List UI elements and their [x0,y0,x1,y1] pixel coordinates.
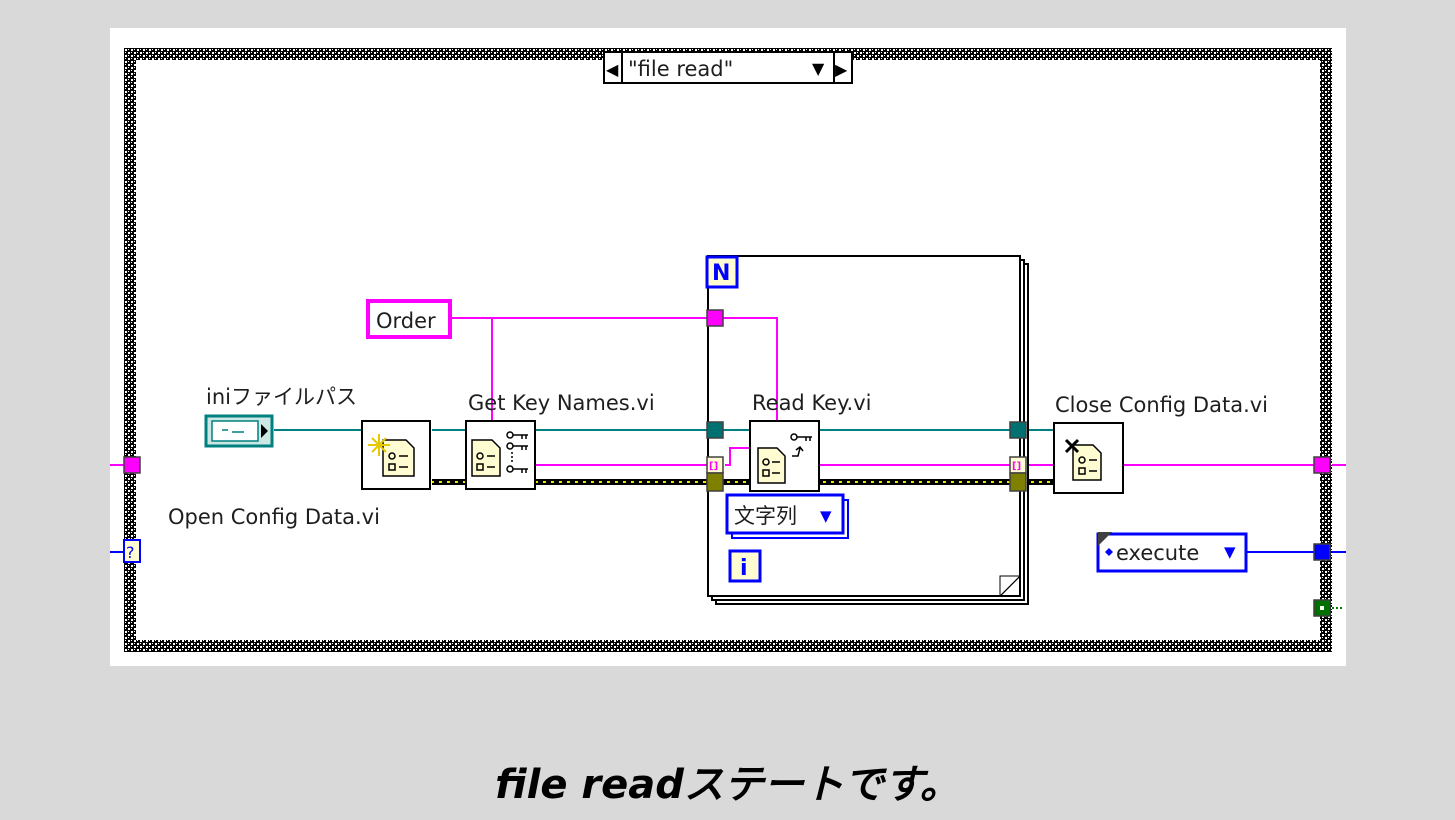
read-key-label: Read Key.vi [752,391,871,415]
case-tunnel-string-out[interactable] [1313,456,1331,474]
case-increment-button[interactable]: ▶ [835,60,848,79]
svg-text:execute: execute [1116,541,1199,565]
svg-text:?: ? [126,543,135,562]
case-tunnel-string-in[interactable] [123,456,141,474]
tunnel-error-out[interactable] [1009,472,1027,492]
ini-path-label: iniファイルパス [206,385,357,409]
case-selector[interactable]: ◀ "file read" ▼ ▶ [603,51,853,84]
case-tunnel-enum-out[interactable] [1313,543,1331,561]
svg-text:▼: ▼ [1224,543,1236,561]
read-key-vi[interactable] [749,420,820,492]
tunnel-error-in[interactable] [706,472,724,492]
tunnel-order[interactable] [706,309,724,327]
svg-text:Order: Order [376,309,436,333]
block-diagram: ◀ "file read" ▼ ▶ [110,28,1346,666]
ini-path-control[interactable] [204,414,274,448]
case-selector-terminal[interactable]: ? [123,539,141,563]
case-decrement-button[interactable]: ◀ [606,60,619,79]
for-loop[interactable] [707,255,1029,605]
case-dropdown-arrow[interactable]: ▼ [812,59,825,78]
case-structure-frame[interactable] [124,48,1332,652]
case-selector-value[interactable]: "file read" [628,57,733,81]
open-config-data-label: Open Config Data.vi [168,505,380,529]
svg-text:N: N [712,261,730,286]
case-tunnel-boolean-out[interactable] [1313,599,1331,617]
tunnel-refnum-in[interactable] [706,421,724,439]
svg-text:[]: [] [709,461,718,472]
svg-text:文字列: 文字列 [734,504,797,528]
close-config-data-vi[interactable] [1053,422,1124,494]
execute-enum-constant[interactable]: execute ▼ [1096,532,1248,573]
get-key-names-label: Get Key Names.vi [468,391,655,415]
slide-caption: file readステートです。 [495,762,960,808]
tunnel-refnum-out[interactable] [1009,421,1027,439]
get-key-names-vi[interactable] [465,420,536,490]
type-selector-constant[interactable]: 文字列 ▼ [725,493,849,539]
tunnel-index-in[interactable]: [] [706,456,724,474]
order-string-constant[interactable]: Order [366,299,452,339]
open-config-data-vi[interactable] [361,420,431,490]
svg-text:▼: ▼ [820,507,832,525]
close-config-data-label: Close Config Data.vi [1055,393,1268,417]
svg-text:i: i [740,556,748,581]
loop-count-terminal[interactable]: N [705,255,739,289]
loop-iteration-terminal: i [728,549,762,583]
svg-text:[]: [] [1012,461,1021,472]
tunnel-index-out[interactable]: [] [1009,456,1027,474]
